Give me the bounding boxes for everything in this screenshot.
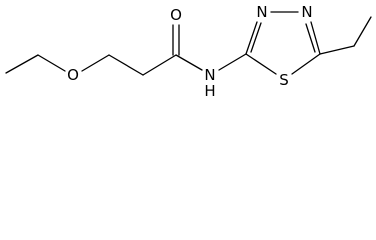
bond-carbonyl-c-n: [175, 54, 203, 71]
bond-ring-n4-c5-a: [310, 21, 321, 55]
atom-carbonyl-oxygen: O: [170, 6, 182, 24]
bond-o-ch2: [81, 54, 110, 72]
bond-c5-ch2: [319, 45, 355, 55]
bond-ring-c2-n3-a: [245, 21, 258, 55]
atom-ether-oxygen: O: [67, 66, 79, 84]
atom-ring-sulfur: S: [279, 71, 289, 89]
bond-ring-s1-c2: [245, 53, 277, 75]
bond-ch2-ch2: [108, 54, 144, 76]
bond-ring-c5-s1: [291, 53, 321, 75]
atom-ring-nitrogen-3: N: [256, 3, 267, 21]
atom-amide-nitrogen: N: [204, 66, 215, 84]
atom-amide-hydrogen: H: [204, 82, 215, 96]
bond-ring-c2-n3-b: [250, 22, 262, 53]
atom-ring-nitrogen-4: N: [301, 3, 312, 21]
structure-diagram: O O N H N N S: [5, 3, 372, 96]
bond-ch2-carbonyl-c: [142, 54, 177, 76]
bond-ethyl-ch3-ch2: [5, 54, 39, 74]
bond-n-ring-c2: [218, 53, 247, 71]
bond-ch2-ch3: [353, 16, 372, 47]
bond-ethyl-ch2-o: [37, 54, 66, 72]
bond-ring-n4-c5-b: [305, 23, 316, 53]
